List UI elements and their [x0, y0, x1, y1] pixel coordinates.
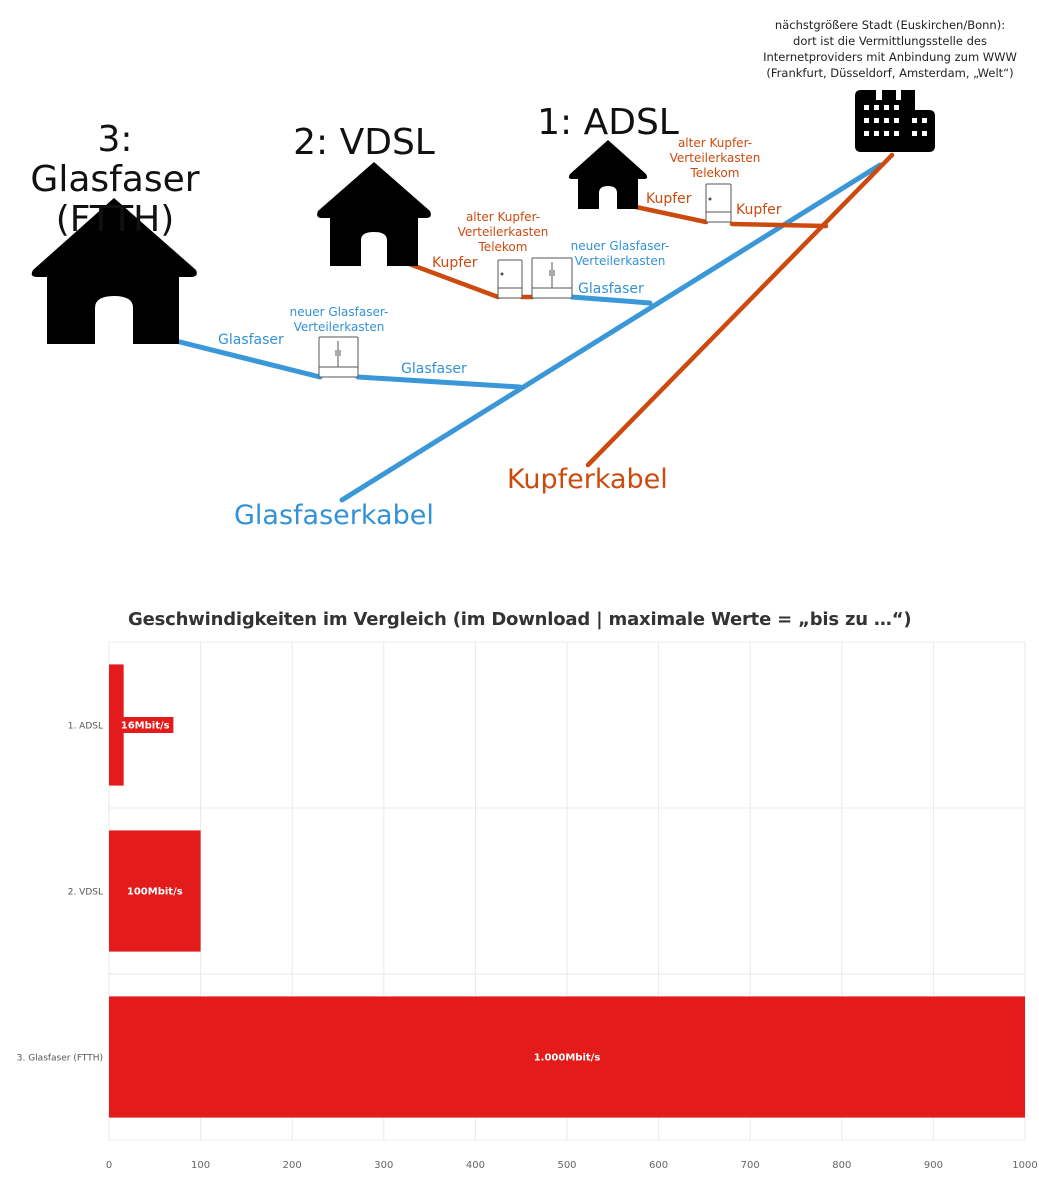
x-tick-label: 1000 [1012, 1160, 1037, 1171]
ftth-house-glass-cable [169, 337, 323, 380]
x-tick-label: 600 [649, 1160, 668, 1171]
category-label: 3. Glasfaser (FTTH) [17, 1054, 103, 1064]
data-label: 16Mbit/s [121, 721, 170, 732]
category-label: 2. VDSL [68, 888, 103, 898]
x-tick-label: 800 [832, 1160, 851, 1171]
x-tick-label: 100 [191, 1160, 210, 1171]
data-label-bg [117, 717, 174, 733]
bar [109, 664, 124, 786]
data-label-bg [529, 1049, 605, 1065]
isp-description-line2: dort ist die Vermittlungsstelle des [793, 34, 987, 48]
vdsl-house-copper-cable [401, 259, 501, 300]
copper-backbone-cable [585, 152, 895, 468]
adsl-house-title: 1: ADSL [537, 102, 679, 143]
data-label: 1.000Mbit/s [534, 1053, 601, 1064]
vdsl-old-cabinet-icon [497, 259, 523, 299]
adsl-cabinet-copper-cable [729, 221, 829, 229]
x-tick-label: 400 [466, 1160, 485, 1171]
ftth-glass-label-2: Glasfaser [401, 361, 467, 377]
data-label: 100Mbit/s [127, 887, 183, 898]
vdsl-old-cabinet-label-line2: Verteilerkasten [457, 225, 549, 239]
vdsl-new-cabinet-icon [531, 257, 573, 299]
vdsl-old-cabinet-label-line1: alter Kupfer- [465, 210, 541, 224]
vdsl-house-title: 2: VDSL [293, 122, 435, 163]
chart-axis: 0 100 200 300 400 500 600 700 800 900 1000 1. ADSL 2… [17, 722, 1038, 1172]
vdsl-glass-label: Glasfaser [578, 281, 644, 297]
vdsl-new-cabinet-label: neuer Glasfaser- Verteilerkasten [560, 239, 680, 269]
ftth-house-title-line1: 3: Glasfaser [30, 119, 200, 200]
vdsl-copper-label: Kupfer [432, 255, 478, 271]
chart-title: Geschwindigkeiten im Vergleich (im Downl… [128, 609, 912, 630]
ftth-house-title-line2: (FTTH) [55, 199, 175, 240]
chart-bars: 16Mbit/s 100Mbit/s 1.000Mbit/s [109, 664, 1025, 1118]
adsl-copper-label-2: Kupfer [736, 202, 782, 218]
vdsl-new-cabinet-label-line1: neuer Glasfaser- [570, 239, 670, 253]
x-tick-label: 300 [374, 1160, 393, 1171]
isp-description: nächstgrößere Stadt (Euskirchen/Bonn): d… [745, 17, 1035, 81]
copper-cable-lines [401, 152, 895, 468]
glass-cable-lines [169, 162, 883, 503]
adsl-old-cabinet-label-line1: alter Kupfer- [677, 136, 753, 150]
ftth-cabinet-glass-cable [355, 374, 523, 390]
vdsl-house-icon [317, 162, 431, 266]
ftth-house-title: 3: Glasfaser (FTTH) [10, 120, 220, 240]
adsl-old-cabinet-label: alter Kupfer- Verteilerkasten Telekom [660, 136, 770, 181]
vdsl-new-cabinet-label-line2: Verteilerkasten [574, 254, 666, 268]
ftth-new-cabinet-label: neuer Glasfaser- Verteilerkasten [279, 305, 399, 335]
adsl-old-cabinet-label-line2: Verteilerkasten [669, 151, 761, 165]
speed-comparison-chart: 16Mbit/s 100Mbit/s 1.000Mbit/s 0 100 200 300 4… [17, 641, 1038, 1172]
data-label-bg [123, 883, 187, 899]
glass-backbone-cable [339, 162, 883, 503]
vdsl-cabinet-glass-cable [569, 294, 653, 306]
isp-description-line3: Internetproviders mit Anbindung zum WWW [763, 50, 1017, 64]
ftth-new-cabinet-label-line2: Verteilerkasten [293, 320, 385, 334]
network-diagram [31, 90, 935, 503]
adsl-house-copper-cable [633, 204, 709, 225]
isp-description-line1: nächstgrößere Stadt (Euskirchen/Bonn): [774, 18, 1006, 32]
x-tick-label: 700 [741, 1160, 760, 1171]
copper-cable-legend: Kupferkabel [507, 464, 668, 495]
x-tick-label: 500 [557, 1160, 576, 1171]
glass-cable-legend: Glasfaserkabel [234, 500, 434, 531]
vdsl-old-cabinet-label-line3: Telekom [478, 240, 528, 254]
isp-description-line4: (Frankfurt, Düsseldorf, Amsterdam, „Welt… [766, 66, 1014, 80]
adsl-old-cabinet-icon [705, 183, 732, 223]
adsl-old-cabinet-label-line3: Telekom [690, 166, 740, 180]
ftth-new-cabinet-icon [318, 336, 359, 378]
adsl-house-icon [568, 140, 648, 209]
adsl-copper-label-1: Kupfer [646, 191, 692, 207]
ftth-glass-label-1: Glasfaser [218, 332, 284, 348]
x-tick-label: 200 [283, 1160, 302, 1171]
x-tick-label: 900 [924, 1160, 943, 1171]
category-label: 1. ADSL [68, 722, 103, 732]
x-tick-label: 0 [106, 1160, 112, 1171]
ftth-new-cabinet-label-line1: neuer Glasfaser- [289, 305, 389, 319]
ftth-house-icon [31, 198, 197, 344]
vdsl-old-cabinet-label: alter Kupfer- Verteilerkasten Telekom [448, 210, 558, 255]
isp-building-icon [855, 90, 935, 152]
